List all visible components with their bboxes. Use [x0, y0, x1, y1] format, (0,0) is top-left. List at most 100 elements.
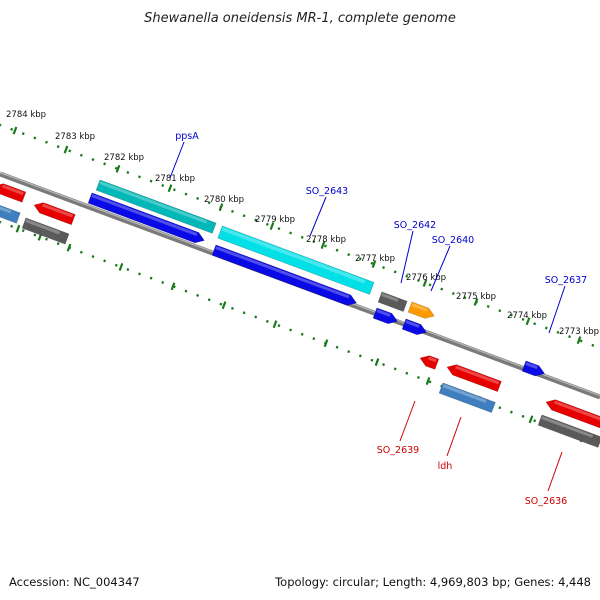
gene-feature — [0, 203, 21, 224]
gene-body — [211, 244, 357, 306]
gene-body — [419, 355, 440, 370]
gene-feature — [211, 244, 357, 306]
minor-tick — [533, 322, 537, 326]
minor-tick — [579, 339, 583, 343]
gene-feature — [372, 307, 398, 325]
minor-tick — [138, 175, 141, 179]
minor-tick — [184, 192, 188, 196]
minor-tick — [45, 237, 48, 241]
minor-tick — [312, 240, 316, 244]
minor-tick — [207, 298, 211, 302]
kbp-label: 2773 kbp — [559, 327, 599, 337]
minor-tick — [265, 319, 269, 323]
major-tick — [66, 243, 72, 252]
gene-body — [0, 183, 27, 203]
gene-feature — [537, 414, 600, 448]
minor-tick — [231, 209, 234, 213]
kbp-label: 2776 kbp — [406, 273, 446, 283]
minor-tick — [254, 315, 258, 319]
major-tick — [170, 282, 176, 291]
gene-feature — [217, 225, 375, 295]
minor-tick — [126, 171, 130, 175]
minor-tick — [440, 384, 444, 388]
major-tick — [12, 126, 18, 135]
major-tick — [528, 415, 534, 424]
minor-tick — [498, 309, 502, 313]
gene-feature — [446, 364, 502, 393]
major-tick — [167, 184, 173, 193]
minor-tick — [289, 328, 293, 332]
minor-tick — [242, 214, 246, 218]
gene-body — [372, 307, 398, 325]
minor-tick — [56, 242, 60, 246]
kbp-label: 2784 kbp — [6, 110, 46, 120]
label-leader — [446, 416, 462, 457]
minor-tick — [405, 274, 409, 278]
minor-tick — [347, 253, 351, 257]
gene-highlight — [381, 293, 399, 302]
minor-tick — [91, 158, 95, 162]
gene-body — [521, 360, 546, 377]
gene-label-SO_2636: SO_2636 — [525, 496, 567, 507]
minor-tick — [79, 153, 83, 157]
minor-tick — [416, 279, 420, 283]
minor-tick — [382, 266, 386, 270]
minor-tick — [521, 414, 525, 418]
minor-tick — [114, 263, 118, 267]
minor-tick — [300, 235, 304, 239]
minor-tick — [521, 317, 525, 321]
gene-feature — [95, 179, 217, 234]
minor-tick — [370, 261, 374, 265]
major-tick — [323, 339, 329, 348]
major-tick — [422, 279, 428, 287]
kbp-label: 2783 kbp — [55, 132, 95, 142]
minor-tick — [277, 227, 281, 231]
gene-feature — [545, 399, 600, 429]
gene-label-SO_2637: SO_2637 — [545, 275, 587, 286]
major-tick — [576, 336, 582, 345]
minor-tick — [416, 376, 420, 380]
minor-tick — [393, 367, 397, 371]
minor-tick — [161, 183, 165, 187]
minor-tick — [347, 350, 351, 354]
gene-highlight — [376, 309, 391, 317]
gene-label-SO_2643: SO_2643 — [306, 186, 348, 197]
minor-tick — [45, 140, 48, 144]
gene-feature — [377, 291, 408, 312]
minor-tick — [172, 285, 176, 289]
minor-tick — [335, 248, 339, 252]
minor-tick — [196, 196, 200, 200]
minor-tick — [21, 229, 25, 233]
gene-body — [401, 318, 427, 336]
minor-tick — [56, 145, 60, 149]
minor-tick — [33, 233, 37, 237]
accession-text: Accession: NC_004347 — [9, 575, 140, 589]
gene-highlight — [405, 320, 420, 328]
gene-body — [407, 301, 435, 319]
gene-highlight — [42, 203, 74, 218]
reverse-gene-labels: SO_2639 ldh SO_2636 — [377, 400, 567, 507]
gene-label-SO_2640: SO_2640 — [432, 235, 474, 246]
major-tick — [473, 297, 479, 306]
minor-tick — [172, 188, 176, 192]
gene-body — [21, 217, 70, 245]
gene-highlight — [0, 205, 12, 214]
minor-tick — [509, 313, 513, 317]
minor-tick — [91, 255, 95, 259]
gene-label-SO_2642: SO_2642 — [394, 220, 436, 231]
gene-label-ldh: ldh — [438, 461, 453, 472]
gene-body — [95, 179, 217, 234]
gene-highlight — [221, 227, 366, 284]
label-leader — [399, 400, 416, 442]
gene-features — [0, 179, 600, 448]
minor-tick — [33, 136, 37, 140]
minor-tick — [556, 330, 560, 334]
inner-tick-ring — [0, 220, 595, 444]
major-tick — [269, 222, 275, 231]
kbp-label: 2782 kbp — [104, 153, 144, 163]
genome-summary-text: Topology: circular; Length: 4,969,803 bp… — [274, 575, 591, 589]
minor-tick — [382, 363, 386, 367]
gene-feature — [21, 217, 70, 245]
